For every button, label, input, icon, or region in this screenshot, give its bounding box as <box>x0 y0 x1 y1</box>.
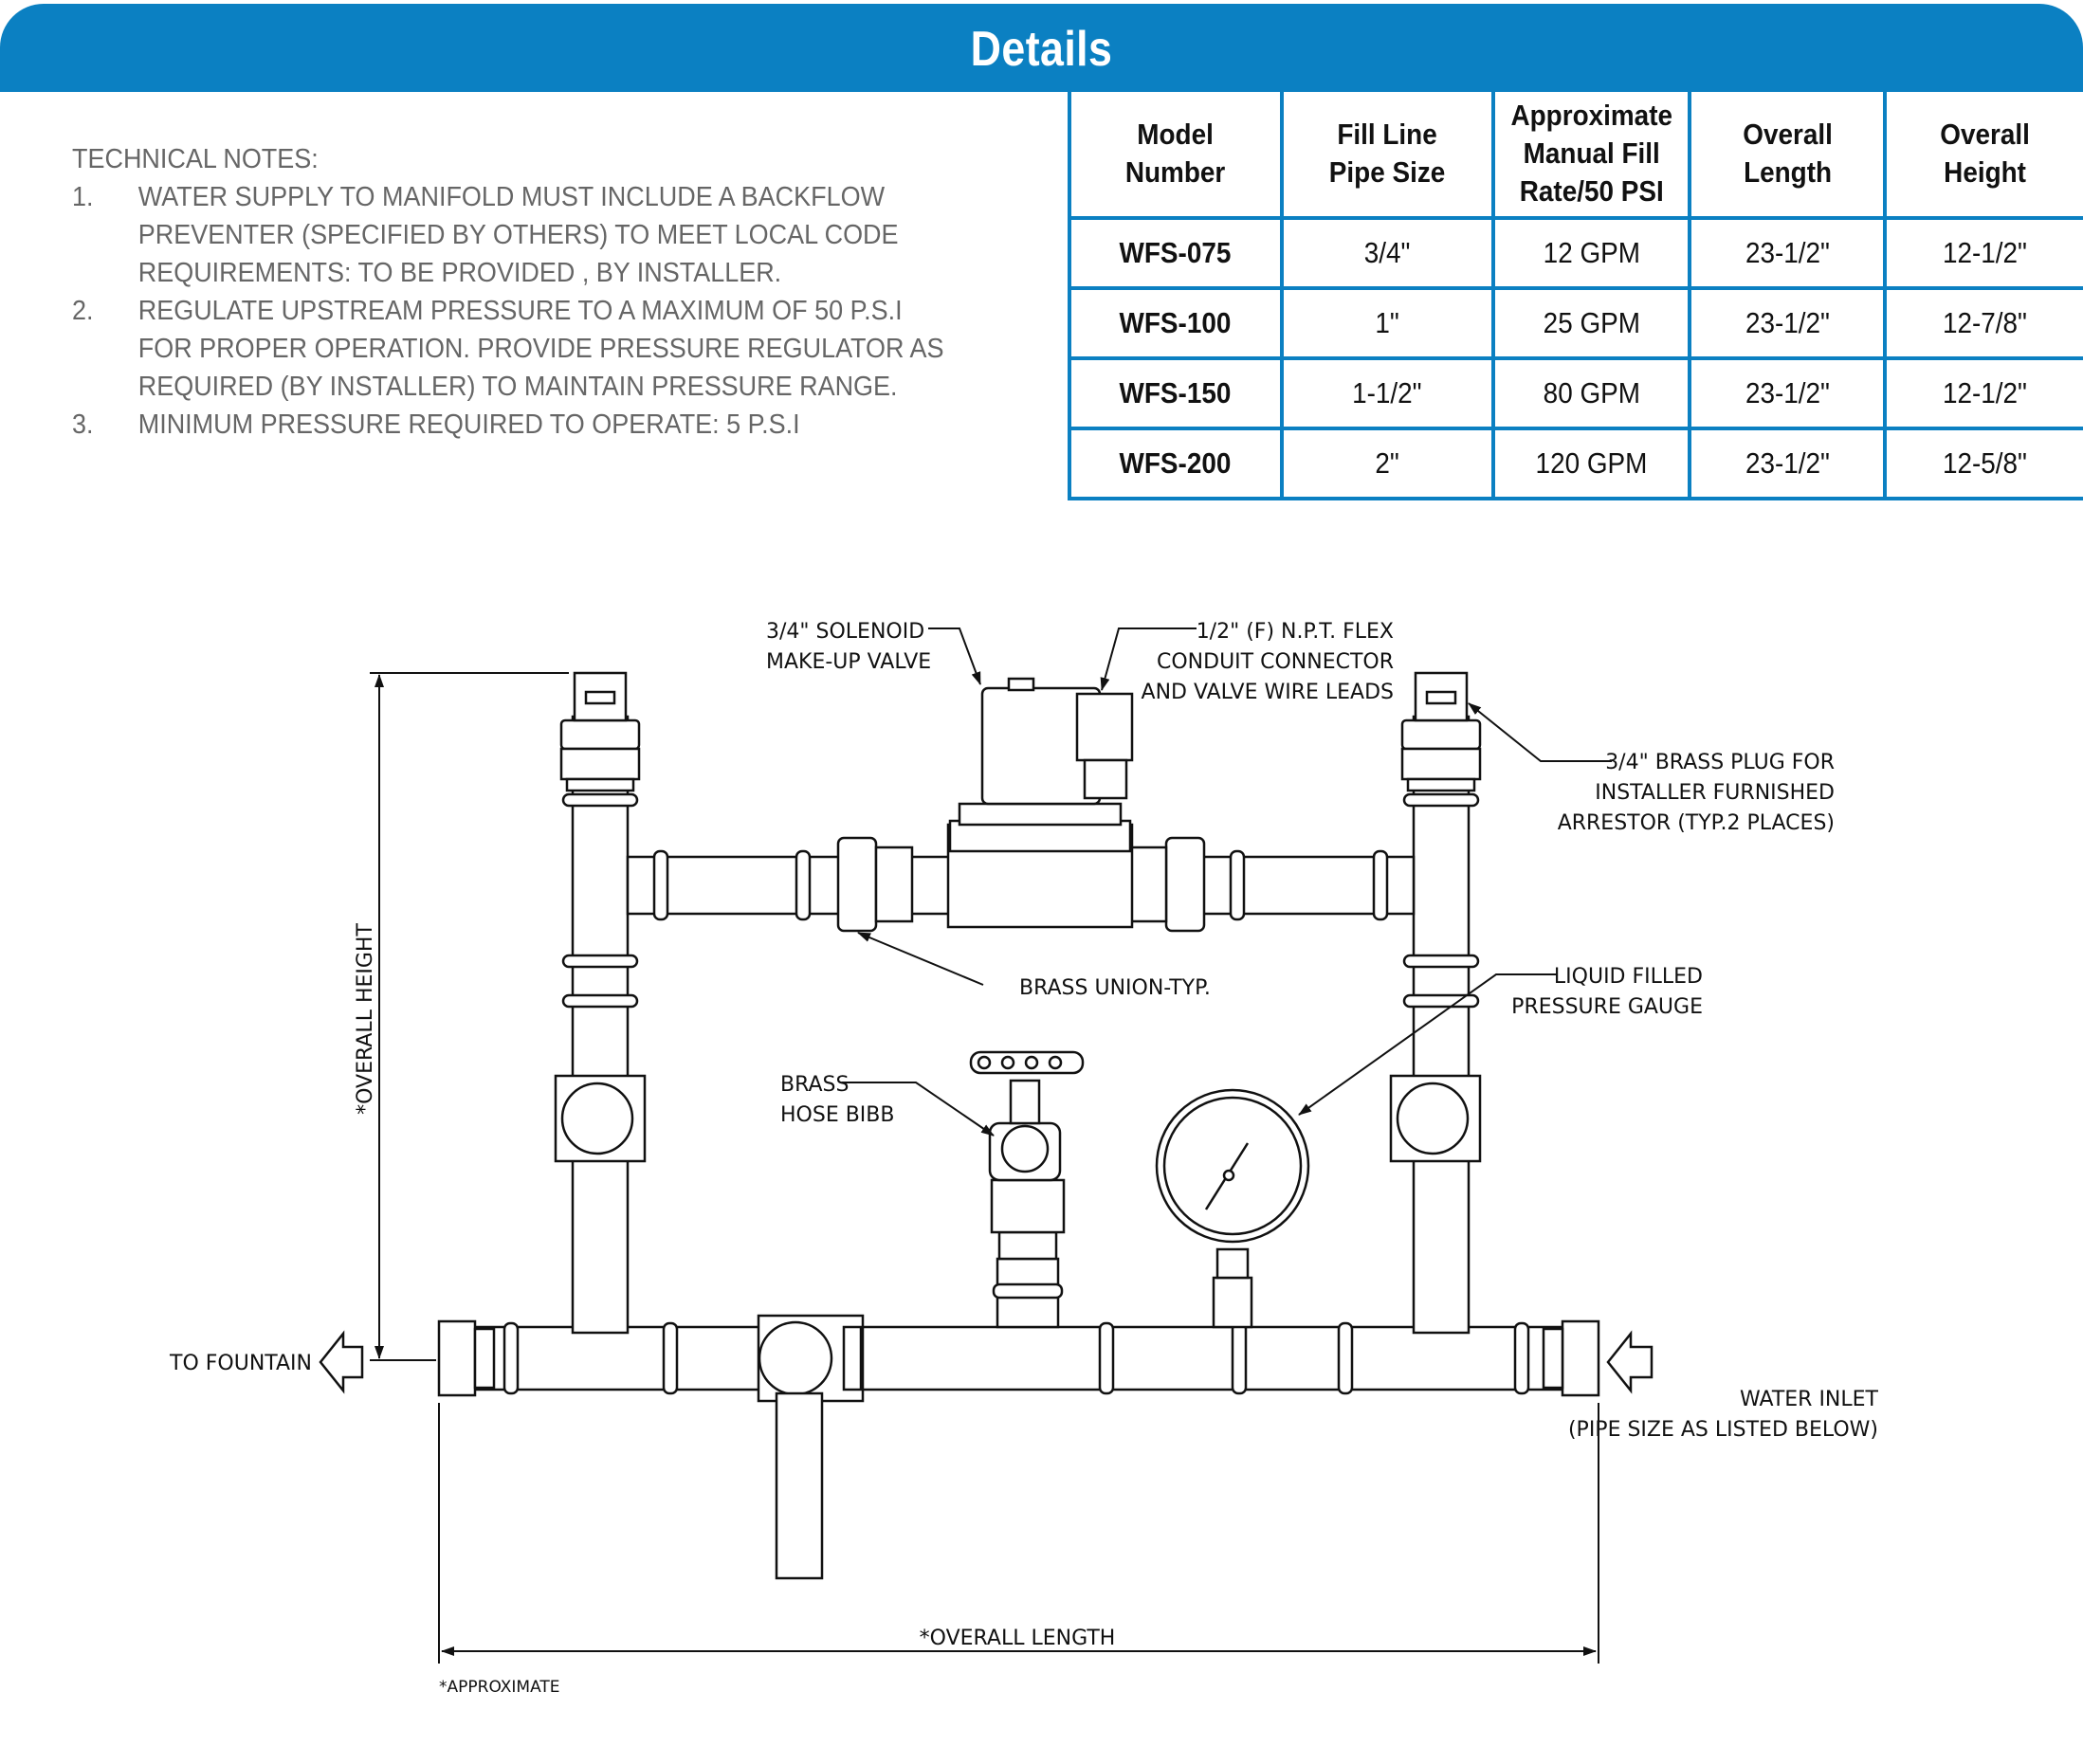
water-inlet-label-line1: WATER INLET <box>1740 1388 1879 1411</box>
conduit-label-line3: AND VALVE WIRE LEADS <box>1142 681 1394 704</box>
brass-union-right <box>1164 836 1206 933</box>
cell-height: 12-7/8" <box>1883 286 2083 360</box>
left-riser-pipe <box>571 715 630 1335</box>
note-number: 3. <box>72 409 94 440</box>
note-item: 1. WATER SUPPLY TO MANIFOLD MUST INCLUDE… <box>72 178 954 292</box>
cell-height: 12-1/2" <box>1883 356 2083 430</box>
note-number: 2. <box>72 296 94 326</box>
overall-length-label: *OVERALL LENGTH <box>920 1627 1116 1650</box>
cell-pipe-size: 1-1/2" <box>1279 356 1495 430</box>
brass-union-left <box>836 836 878 933</box>
gauge-stem <box>1212 1276 1253 1329</box>
brass-union-label: BRASS UNION-TYP. <box>1019 976 1211 1000</box>
notes-heading: TECHNICAL NOTES: <box>72 144 319 174</box>
note-text: MINIMUM PRESSURE REQUIRED TO OPERATE: 5 … <box>137 409 800 440</box>
cell-pipe-size: 3/4" <box>1279 216 1495 290</box>
cell-model: WFS-100 <box>1068 286 1284 360</box>
brass-plug-label-line3: ARRESTOR (TYP.2 PLACES) <box>1558 811 1835 835</box>
overall-height-label: *OVERALL HEIGHT <box>354 923 377 1115</box>
cell-length: 23-1/2" <box>1687 427 1888 500</box>
cell-pipe-size: 2" <box>1279 427 1495 500</box>
main-header-pipe <box>439 1325 1599 1391</box>
note-item: 3. MINIMUM PRESSURE REQUIRED TO OPERATE:… <box>72 406 954 444</box>
note-item: 2. REGULATE UPSTREAM PRESSURE TO A MAXIM… <box>72 292 954 406</box>
left-brass-plug <box>573 671 628 722</box>
cell-pipe-size: 1" <box>1279 286 1495 360</box>
inlet-coupling <box>1561 1319 1600 1397</box>
approximate-note: *APPROXIMATE <box>439 1678 560 1697</box>
hose-bibb-label-line2: HOSE BIBB <box>780 1103 894 1127</box>
to-fountain-label: TO FOUNTAIN <box>169 1352 312 1375</box>
cell-length: 23-1/2" <box>1687 216 1888 290</box>
cell-fill-rate: 120 GPM <box>1490 427 1691 500</box>
brass-plug-label-line1: 3/4" BRASS PLUG FOR <box>1605 751 1835 774</box>
hose-bibb-body <box>990 1178 1066 1234</box>
header-banner: Details <box>0 4 2083 92</box>
conduit-label-line2: CONDUIT CONNECTOR <box>1157 650 1394 674</box>
callout-leaders <box>370 627 1612 1664</box>
water-inlet-label-line2: (PIPE SIZE AS LISTED BELOW) <box>1568 1418 1878 1442</box>
cell-model: WFS-075 <box>1068 216 1284 290</box>
conduit-connector <box>1075 692 1134 762</box>
brass-plug-label-line2: INSTALLER FURNISHED <box>1595 781 1835 805</box>
note-text: WATER SUPPLY TO MANIFOLD MUST INCLUDE A … <box>137 182 899 288</box>
manifold-drawing <box>437 671 1600 1580</box>
table-row: WFS-100 1" 25 GPM 23-1/2" 12-7/8" <box>1068 286 2083 360</box>
inlet-flow-arrow-icon <box>1606 1330 1654 1394</box>
table-row: WFS-075 3/4" 12 GPM 23-1/2" 12-1/2" <box>1068 216 2083 290</box>
note-text: REGULATE UPSTREAM PRESSURE TO A MAXIMUM … <box>137 296 944 402</box>
right-riser-pipe <box>1412 715 1471 1335</box>
solenoid-label-line2: MAKE-UP VALVE <box>766 650 931 674</box>
cell-height: 12-5/8" <box>1883 427 2083 500</box>
solenoid-label-line1: 3/4" SOLENOID <box>766 620 924 644</box>
note-number: 1. <box>72 182 94 212</box>
cell-model: WFS-150 <box>1068 356 1284 430</box>
cell-fill-rate: 80 GPM <box>1490 356 1691 430</box>
bottom-valve-handle <box>775 1391 824 1580</box>
cell-height: 12-1/2" <box>1883 216 2083 290</box>
technical-notes: TECHNICAL NOTES: 1. WATER SUPPLY TO MANI… <box>72 140 954 444</box>
gauge-label-line1: LIQUID FILLED <box>1554 965 1703 989</box>
cell-length: 23-1/2" <box>1687 356 1888 430</box>
table-row: WFS-200 2" 120 GPM 23-1/2" 12-5/8" <box>1068 427 2083 500</box>
cell-fill-rate: 12 GPM <box>1490 216 1691 290</box>
page-title: Details <box>970 22 1113 77</box>
cell-model: WFS-200 <box>1068 427 1284 500</box>
hose-bibb-label-line1: BRASS <box>780 1073 849 1097</box>
outlet-flow-arrow-icon <box>319 1330 364 1394</box>
outlet-coupling <box>437 1319 477 1397</box>
cell-length: 23-1/2" <box>1687 286 1888 360</box>
table-row: WFS-150 1-1/2" 80 GPM 23-1/2" 12-1/2" <box>1068 356 2083 430</box>
conduit-label-line1: 1/2" (F) N.P.T. FLEX <box>1197 620 1394 644</box>
cell-fill-rate: 25 GPM <box>1490 286 1691 360</box>
gauge-label-line2: PRESSURE GAUGE <box>1511 995 1703 1019</box>
